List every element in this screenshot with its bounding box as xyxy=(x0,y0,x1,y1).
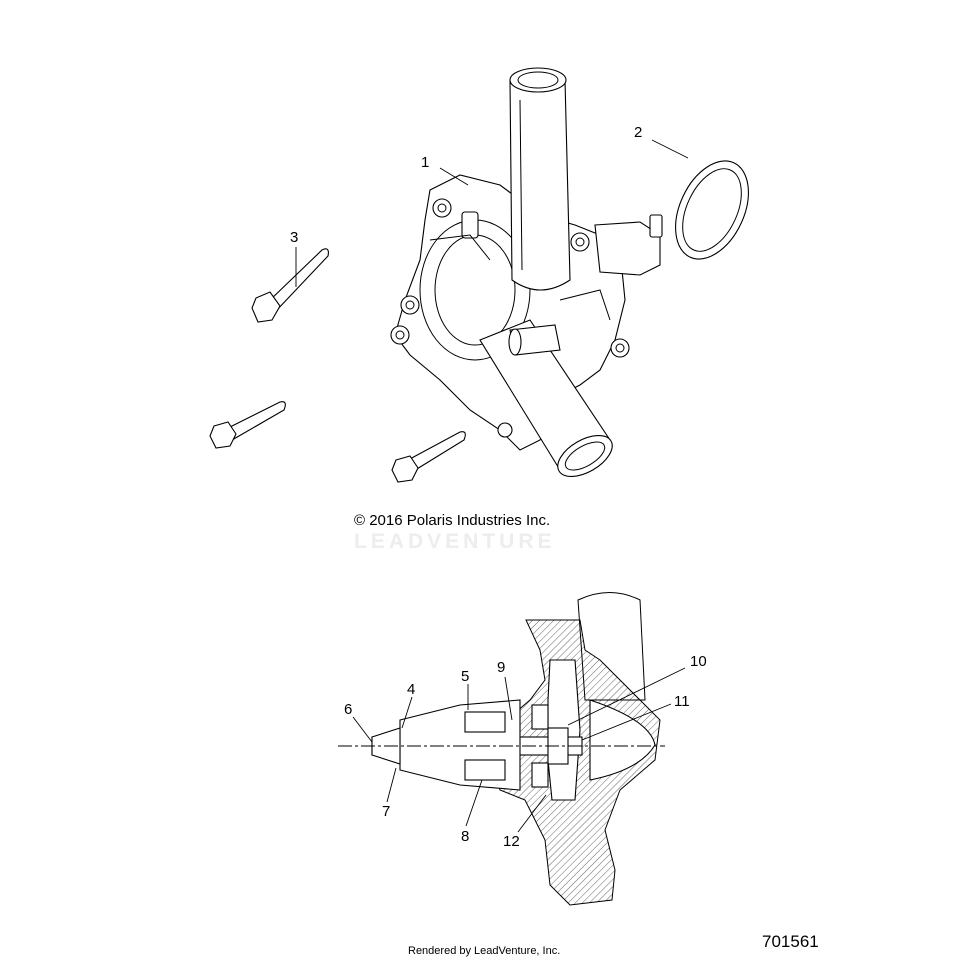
o-ring xyxy=(675,160,749,260)
callout-7: 7 xyxy=(382,803,390,820)
bolt xyxy=(251,248,329,323)
callout-8: 8 xyxy=(461,828,469,845)
water-pump-housing xyxy=(390,67,663,477)
callout-6: 6 xyxy=(344,701,352,718)
callout-4: 4 xyxy=(407,681,415,698)
callout-3: 3 xyxy=(290,229,298,246)
callout-10: 10 xyxy=(690,653,707,670)
leader-lines xyxy=(295,139,689,833)
callout-1: 1 xyxy=(421,154,429,171)
callout-12: 12 xyxy=(503,833,520,850)
copyright-text: © 2016 Polaris Industries Inc. xyxy=(354,512,551,529)
rendered-by-text: Rendered by LeadVenture, Inc. xyxy=(408,945,561,957)
callout-9: 9 xyxy=(497,659,505,676)
bolt xyxy=(391,431,466,483)
callout-11: 11 xyxy=(674,693,690,710)
callout-5: 5 xyxy=(461,668,469,685)
callout-numbers: 1 2 3 4 5 6 7 8 9 10 11 12 xyxy=(290,124,707,850)
bolt xyxy=(209,401,286,449)
part-number: 701561 xyxy=(762,932,819,951)
callout-2: 2 xyxy=(634,124,642,141)
watermark-text: LEADVENTURE xyxy=(354,530,556,553)
pump-cross-section xyxy=(338,592,665,906)
